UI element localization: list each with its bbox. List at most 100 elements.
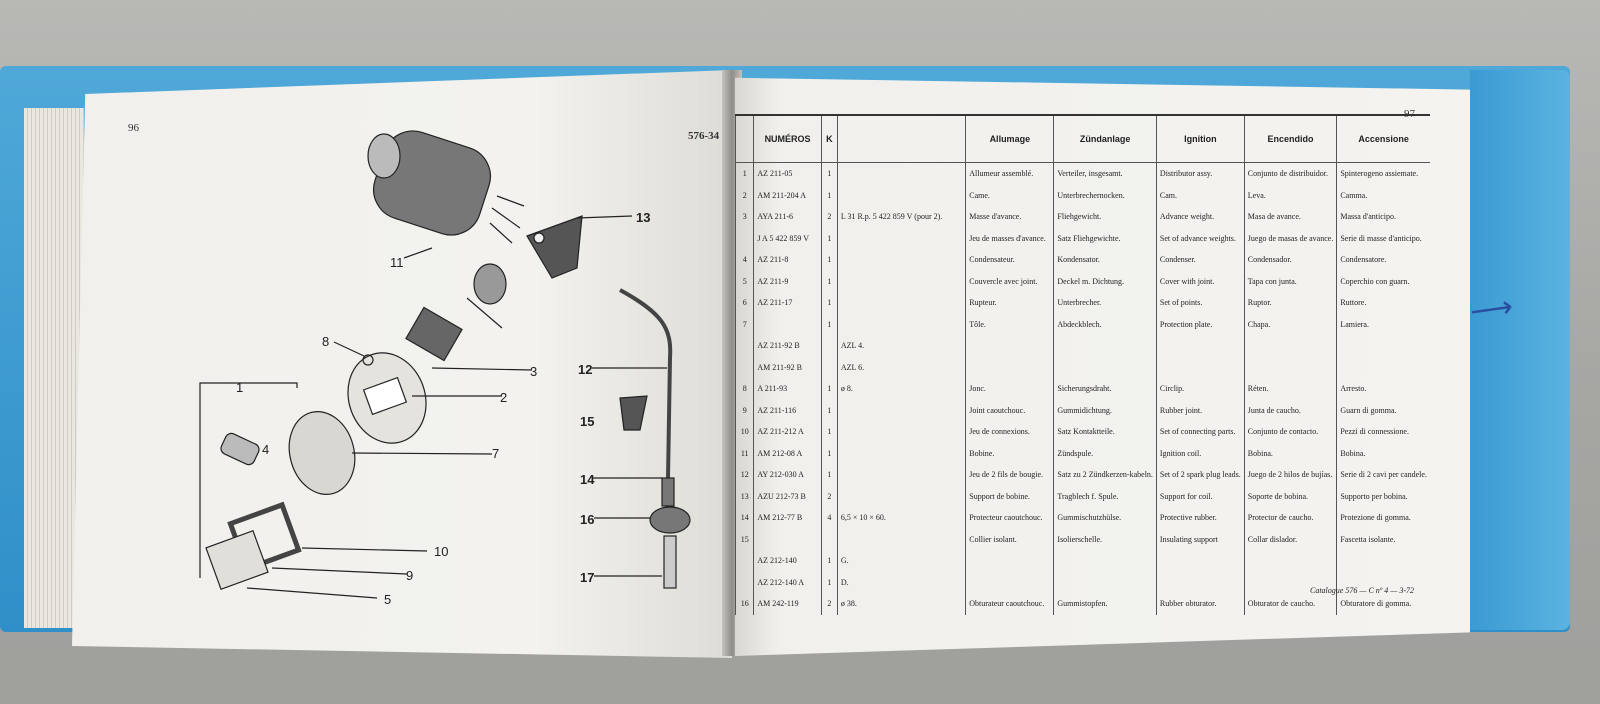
spanish-name: Protector de caucho. — [1243, 507, 1337, 529]
english-name: Rubber obturator. — [1155, 593, 1245, 615]
quantity: 1 — [820, 399, 838, 421]
quantity — [820, 335, 838, 357]
note: AZL 4. — [836, 335, 966, 357]
italian-name: Condensatore. — [1336, 249, 1430, 271]
spanish-name — [1243, 335, 1337, 357]
row-index: 2 — [734, 184, 754, 206]
quantity: 1 — [820, 421, 838, 443]
italian-name: Serie di 2 cavi per candele. — [1336, 464, 1430, 486]
note — [836, 270, 966, 292]
quantity: 1 — [820, 550, 838, 572]
spanish-name: Conjunto de distribuidor. — [1243, 162, 1337, 185]
note — [836, 249, 966, 271]
french-name: Allumeur assemblé. — [965, 162, 1054, 185]
italian-name: Lamiera. — [1336, 313, 1430, 335]
row-index: 7 — [734, 313, 754, 335]
quantity: 1 — [820, 442, 838, 464]
part-number: AYA 211-6 — [753, 206, 822, 228]
figure-label-9: 9 — [406, 568, 414, 583]
french-name: Couvercle avec joint. — [965, 270, 1054, 292]
french-name: Jeu de masses d'avance. — [965, 227, 1054, 249]
english-name — [1155, 571, 1245, 593]
k-header: K — [820, 114, 838, 163]
english-name: Support for coil. — [1155, 485, 1245, 507]
note — [836, 399, 966, 421]
german-name: Fliehgewicht. — [1053, 206, 1157, 228]
index-header — [734, 114, 754, 163]
spanish-name — [1243, 571, 1337, 593]
english-name: Insulating support — [1155, 528, 1245, 550]
figure-label-2: 2 — [500, 390, 508, 405]
row-index: 5 — [734, 270, 754, 292]
german-name: Unterbrechernocken. — [1053, 184, 1157, 206]
english-name: Ignition coil. — [1155, 442, 1245, 464]
row-index: 10 — [734, 421, 754, 443]
part-number: J A 5 422 859 V — [753, 227, 822, 249]
reference-code: 576-34 — [688, 130, 720, 142]
french-name: Came. — [965, 184, 1054, 206]
part-number: AZ 211-8 — [753, 249, 822, 271]
spanish-name: Tapa con junta. — [1243, 270, 1337, 292]
english-name: Protection plate. — [1155, 313, 1245, 335]
german-name: Satz zu 2 Zündkerzen-kabeln. — [1053, 464, 1157, 486]
row-index — [734, 356, 754, 378]
part-number: AZ 211-9 — [753, 270, 822, 292]
italian-name: Supporto per bobina. — [1336, 485, 1430, 507]
row-index: 1 — [734, 162, 754, 185]
german-name: Kondensator. — [1053, 249, 1157, 271]
spanish-name — [1243, 550, 1337, 572]
part-number: AM 212-08 A — [753, 442, 822, 464]
french-name: Tôle. — [965, 313, 1054, 335]
note — [836, 227, 966, 249]
note: ø 38. — [836, 593, 966, 615]
protective-rubber-drawing — [661, 477, 675, 507]
italian-name — [1336, 550, 1430, 572]
german-header: Zündanlage — [1053, 114, 1157, 163]
german-name — [1053, 550, 1157, 572]
table-header-row: NUMÉROS K Allumage Zündanlage Ignition E… — [734, 114, 1430, 163]
note: 6,5 × 10 × 60. — [836, 507, 966, 529]
part-number: AY 212-030 A — [753, 464, 822, 486]
note — [836, 313, 966, 335]
italian-name — [1336, 356, 1430, 378]
spanish-name: Réten. — [1243, 378, 1337, 400]
spanish-name: Juego de 2 hilos de bujías. — [1243, 464, 1337, 486]
french-name — [965, 550, 1054, 572]
french-name: Obturateur caoutchouc. — [965, 593, 1054, 615]
german-name: Unterbrecher. — [1053, 292, 1157, 314]
spanish-name — [1243, 356, 1337, 378]
figure-label-7: 7 — [492, 446, 500, 461]
french-name: Support de bobine. — [965, 485, 1054, 507]
french-name: Masse d'avance. — [965, 206, 1054, 228]
french-name: Bobine. — [965, 442, 1054, 464]
english-name: Set of advance weights. — [1155, 227, 1245, 249]
quantity: 4 — [820, 507, 838, 529]
figure-label-17: 17 — [580, 570, 595, 585]
part-number: AZ 212-140 — [753, 550, 822, 572]
italian-name: Coperchio con guarn. — [1336, 270, 1430, 292]
part-number: AZ 211-05 — [753, 162, 822, 185]
row-index — [734, 227, 754, 249]
quantity: 1 — [820, 249, 838, 271]
german-name: Tragblech f. Spule. — [1053, 485, 1157, 507]
french-header: Allumage — [965, 114, 1054, 163]
french-name: Rupteur. — [965, 292, 1054, 314]
spanish-name: Ruptor. — [1243, 292, 1337, 314]
french-name: Jeu de 2 fils de bougie. — [965, 464, 1054, 486]
spanish-name: Leva. — [1243, 184, 1337, 206]
note — [836, 162, 966, 185]
part-number: AZU 212-73 B — [753, 485, 822, 507]
parts-table: NUMÉROS K Allumage Zündanlage Ignition E… — [734, 114, 1430, 615]
